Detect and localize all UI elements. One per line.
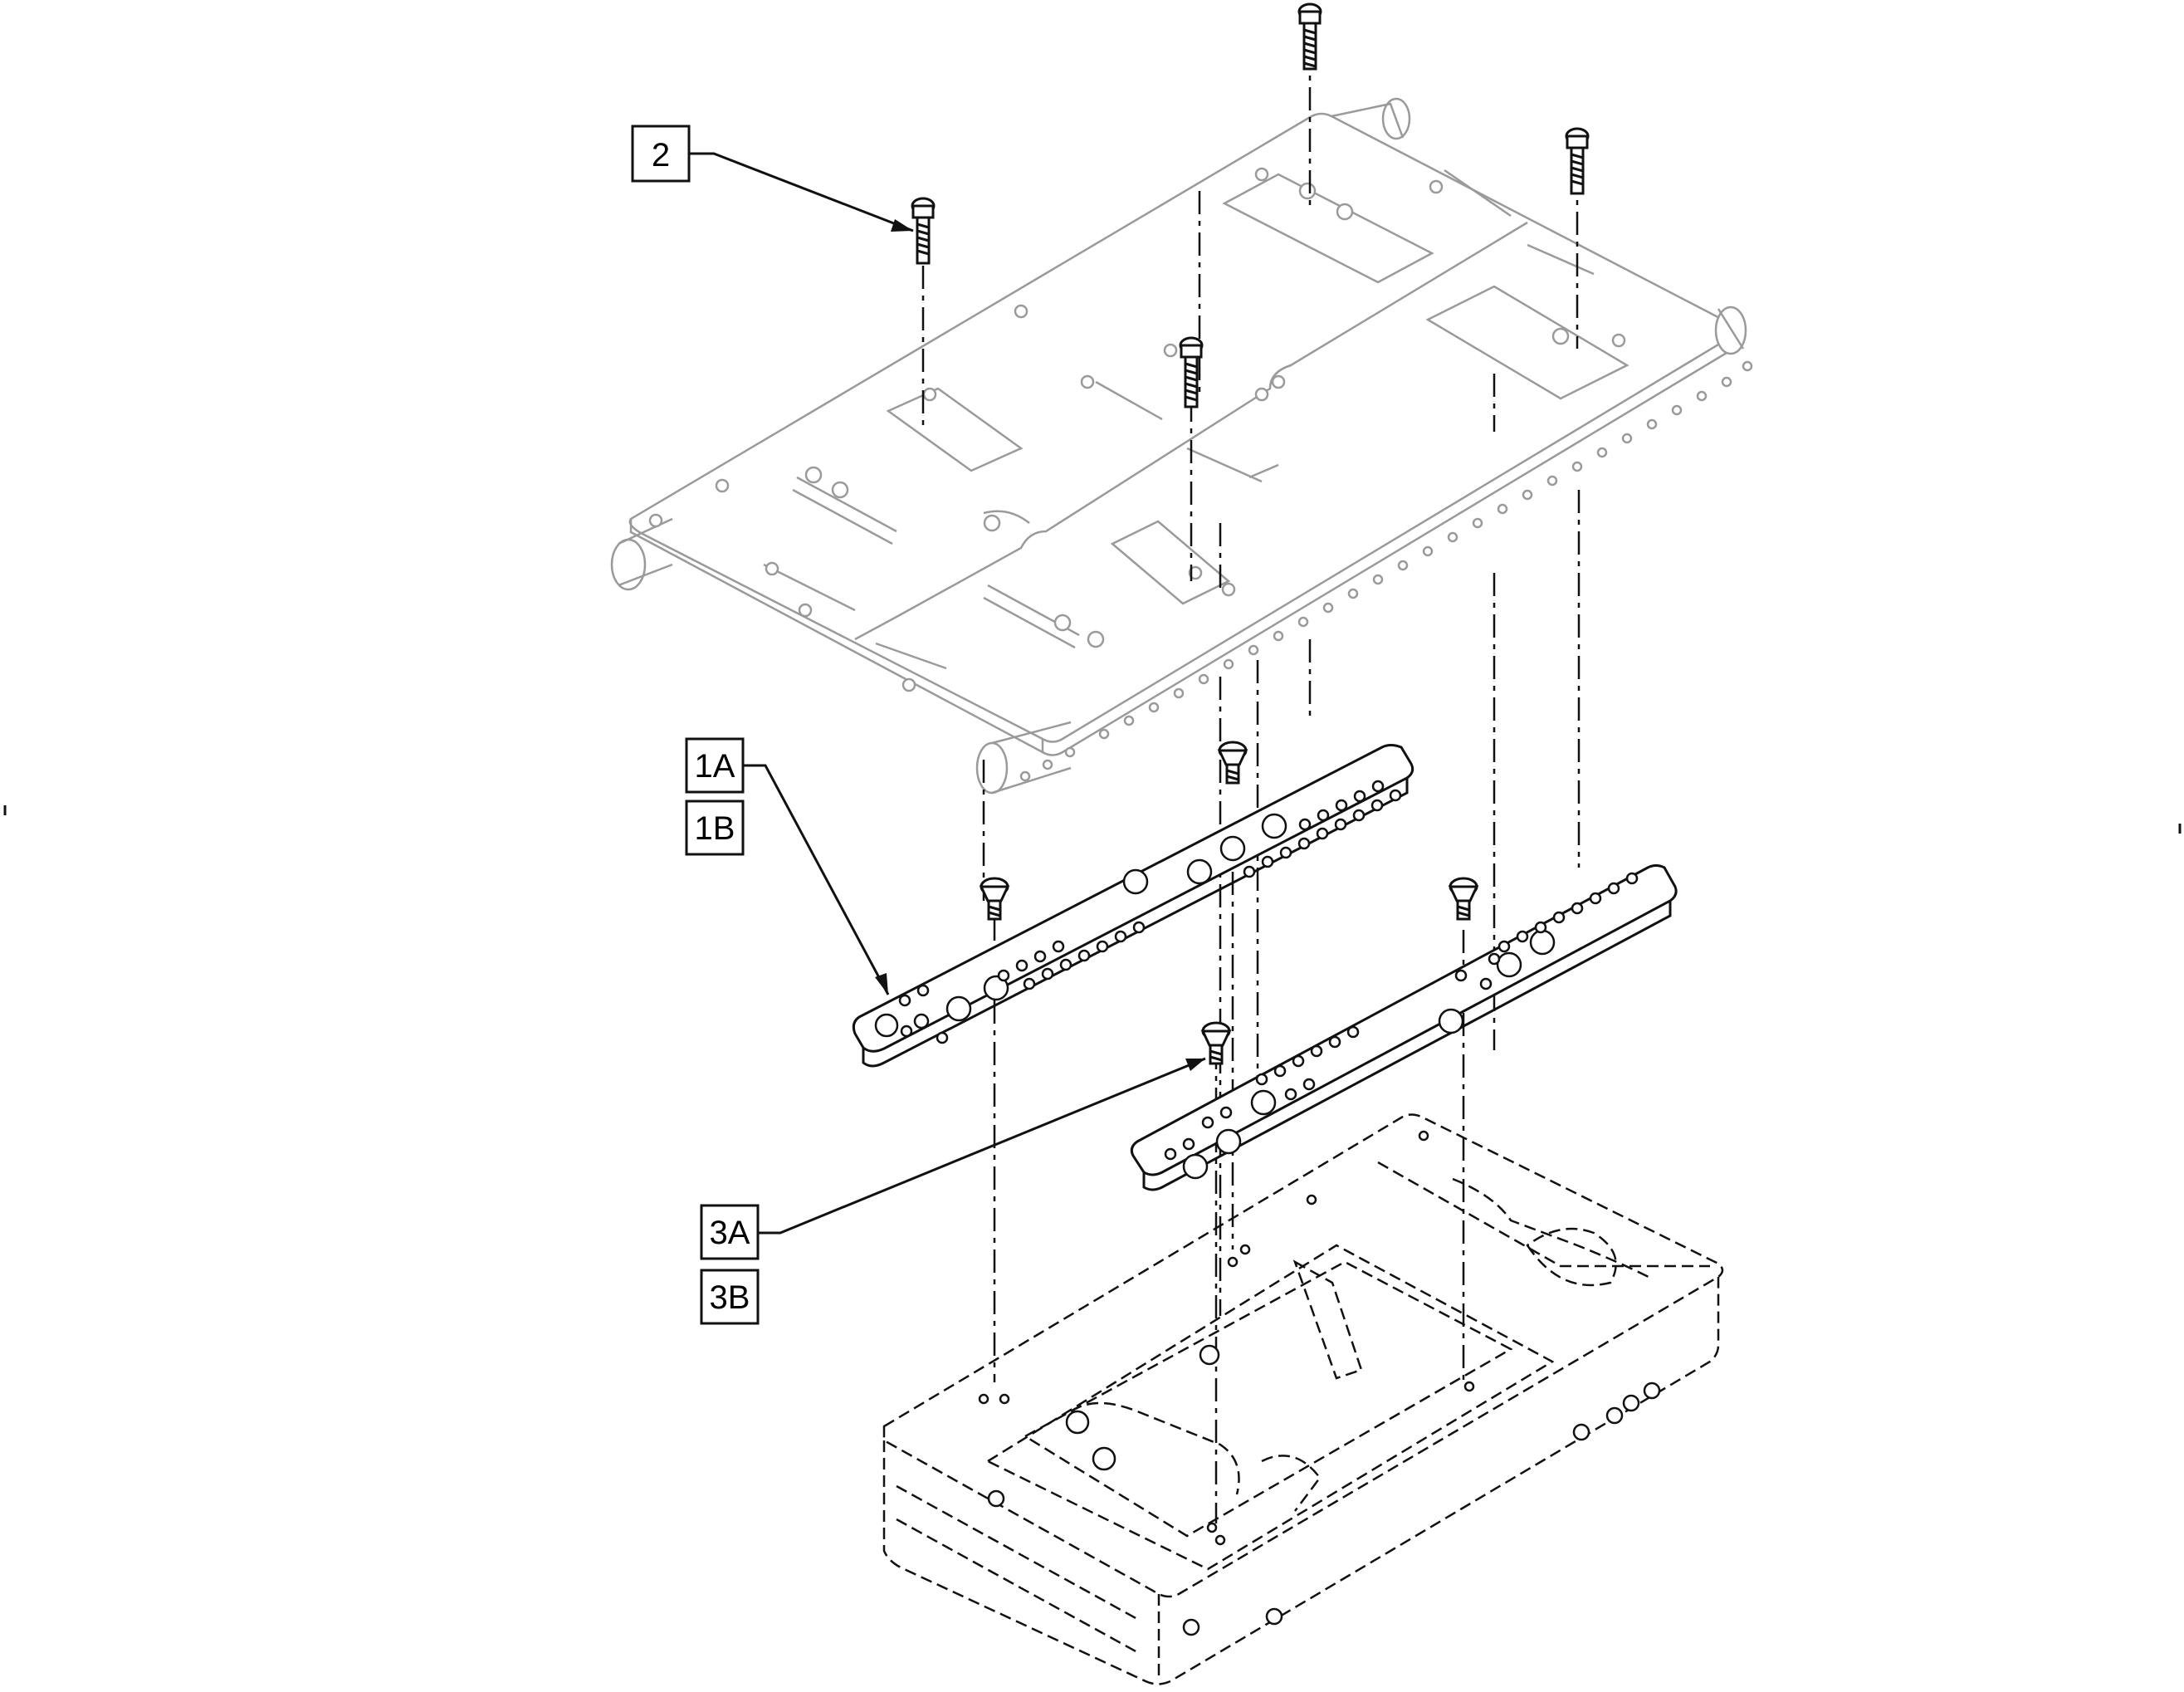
callout-1a-label: 1A	[695, 748, 735, 785]
plate-left-hole-rows	[898, 780, 1402, 1044]
assembly-centerlines	[921, 46, 1581, 1523]
callout-3b: 3B	[700, 1269, 760, 1325]
screw-plate-left-a	[979, 877, 1010, 921]
screw-plate-right-b	[1200, 1021, 1232, 1065]
screw-top-right	[1565, 127, 1590, 195]
callout-1b-label: 1B	[695, 810, 735, 847]
mounting-plate-right	[1130, 864, 1678, 1191]
mounting-plate-left	[852, 744, 1414, 1068]
side-rail-holes	[1019, 360, 1753, 782]
callout-3a-label: 3A	[710, 1215, 750, 1251]
screw-top-middle	[1179, 336, 1204, 408]
callout-3b-label: 3B	[710, 1279, 750, 1316]
base-frame	[882, 1113, 1724, 1685]
callout-1a: 1A	[685, 737, 745, 794]
seat-slots	[763, 169, 1629, 670]
seat-pan	[610, 97, 1753, 795]
screw-plate-left-b	[1217, 741, 1248, 785]
callout-2-label: 2	[652, 137, 670, 174]
leader-lines	[689, 152, 1206, 1235]
plate-right-hole-rows	[1164, 872, 1639, 1161]
screw-plate-right-a	[1448, 877, 1479, 921]
callout-3a: 3A	[700, 1204, 760, 1260]
screw-top-left	[911, 197, 936, 265]
screw-top-center	[1297, 2, 1322, 71]
callout-2: 2	[631, 125, 691, 183]
screw-group	[911, 2, 1590, 1065]
callout-1b: 1B	[685, 800, 745, 856]
